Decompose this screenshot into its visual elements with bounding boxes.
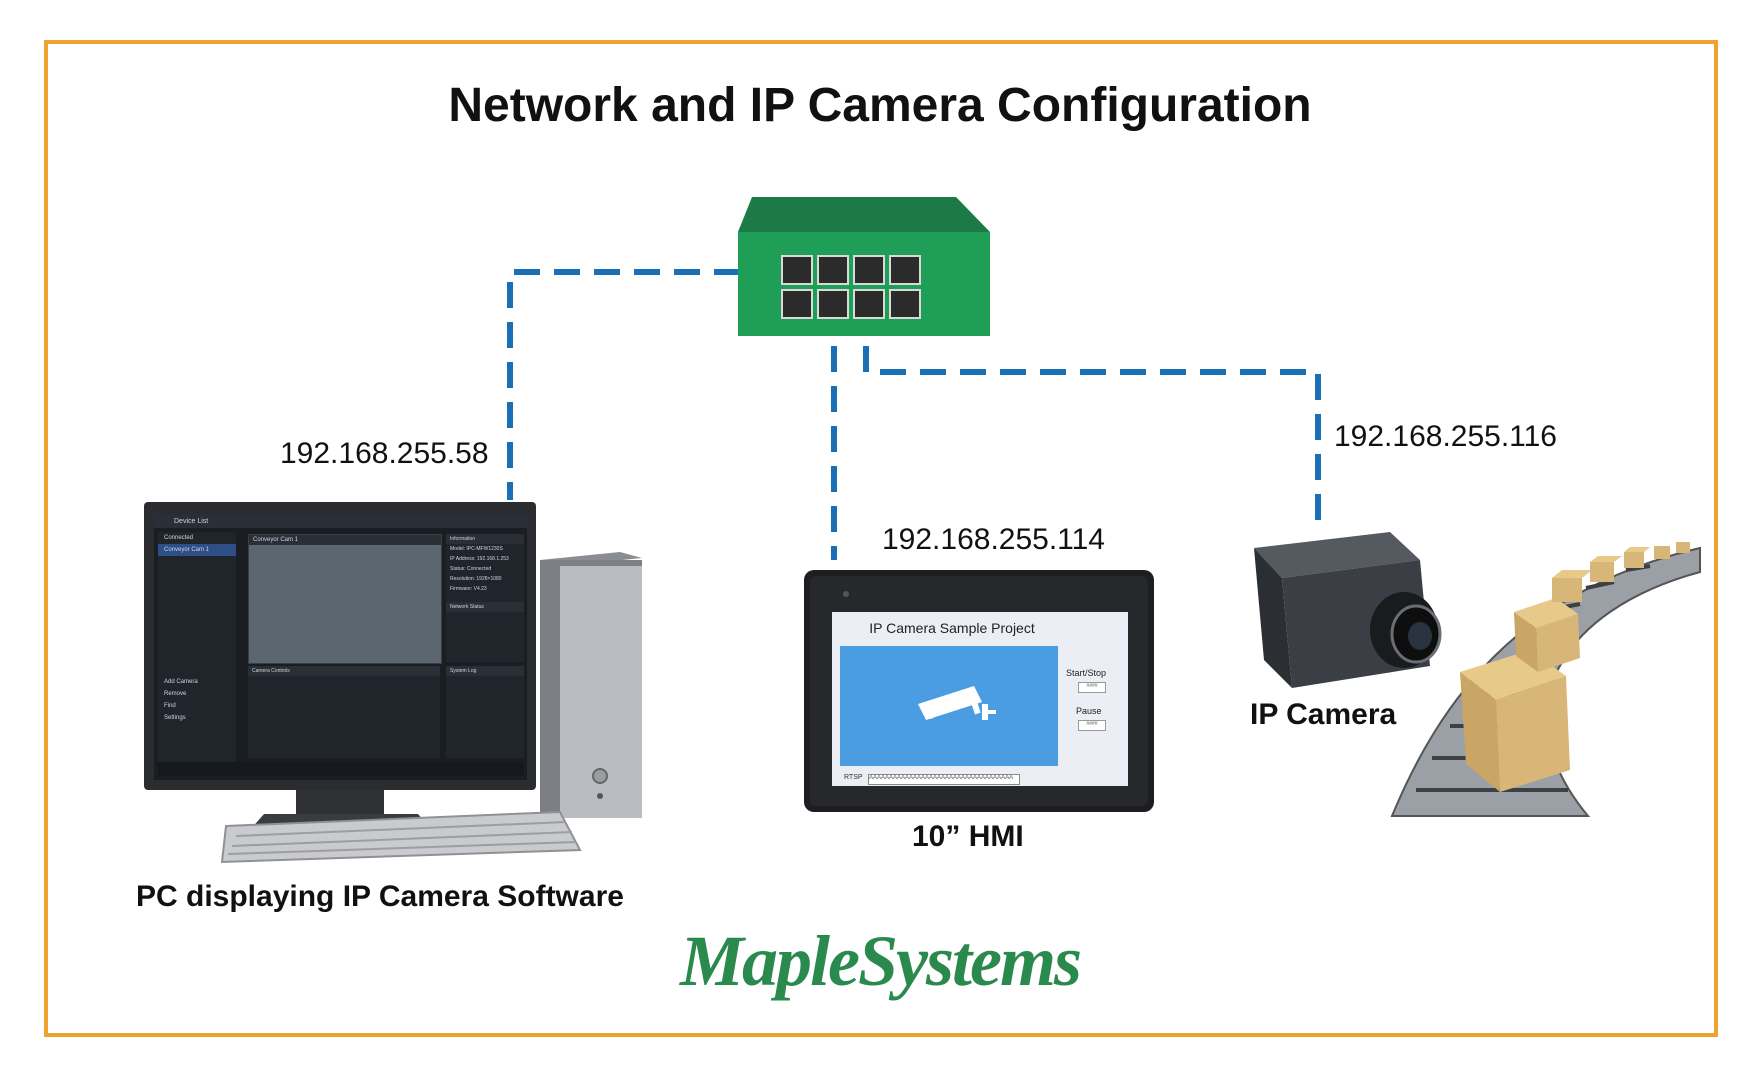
log-header: System Log bbox=[446, 666, 524, 676]
settings-button[interactable]: Settings bbox=[164, 715, 186, 721]
info-panel: Information Model: IPC-MFW1230S IP Addre… bbox=[446, 534, 524, 662]
window-title: Device List bbox=[154, 514, 527, 528]
info-header: Information bbox=[446, 534, 524, 544]
box-medium bbox=[1514, 598, 1580, 672]
pc-label: PC displaying IP Camera Software bbox=[136, 880, 624, 913]
remove-button[interactable]: Remove bbox=[164, 691, 187, 697]
info-row: Firmware: V4.23 bbox=[450, 586, 487, 592]
hmi-screen: IP Camera Sample Project Start/Stop ####… bbox=[832, 612, 1128, 786]
system-log: System Log bbox=[446, 666, 524, 758]
box-large bbox=[1460, 650, 1570, 792]
rtsp-label: RTSP bbox=[844, 774, 863, 781]
pc-keyboard bbox=[220, 810, 582, 864]
pc-tower bbox=[540, 552, 642, 818]
info-row: IP Address: 192.168.1.253 bbox=[450, 556, 509, 562]
device-item[interactable]: Conveyor Cam 1 bbox=[158, 544, 236, 556]
link-camera bbox=[863, 346, 1321, 528]
box-small-1 bbox=[1552, 570, 1592, 602]
camera-controls: Camera Controls bbox=[248, 666, 440, 758]
hmi-label: 10” HMI bbox=[912, 820, 1024, 853]
link-pc bbox=[507, 269, 780, 500]
maple-systems-logo: MapleSystems bbox=[680, 921, 1082, 1001]
cardboard-boxes bbox=[1460, 542, 1690, 792]
box-small-3 bbox=[1624, 547, 1650, 568]
add-camera-button[interactable]: Add Camera bbox=[164, 679, 198, 685]
video-title: Conveyor Cam 1 bbox=[249, 535, 441, 545]
diagram-frame bbox=[44, 40, 1718, 1037]
camera-label: IP Camera bbox=[1250, 698, 1397, 731]
rtsp-field[interactable]: AAAAAAAAAAAAAAAAAAAAAAAAAAAAAAAAAAAA bbox=[868, 774, 1020, 785]
info-row: Resolution: 1928×1080 bbox=[450, 576, 502, 582]
diagram-title: Network and IP Camera Configuration bbox=[448, 79, 1312, 132]
find-button[interactable]: Find bbox=[164, 703, 176, 709]
pc-camera-software: Device List Connected Conveyor Cam 1 Add… bbox=[154, 514, 527, 780]
pause-button[interactable]: #### bbox=[1078, 720, 1106, 731]
hmi-ip-label: 192.168.255.114 bbox=[882, 523, 1105, 556]
playback-bar bbox=[158, 762, 524, 776]
device-sidebar: Connected Conveyor Cam 1 Add Camera Remo… bbox=[158, 532, 236, 776]
switch-ports bbox=[781, 255, 921, 319]
box-small-2 bbox=[1590, 556, 1622, 582]
network-switch bbox=[738, 197, 990, 336]
tab-connected[interactable]: Connected bbox=[164, 535, 194, 541]
hmi-video-area bbox=[840, 646, 1058, 766]
start-stop-button[interactable]: #### bbox=[1078, 682, 1106, 693]
box-small-4 bbox=[1654, 546, 1670, 559]
info-row: Model: IPC-MFW1230S bbox=[450, 546, 503, 552]
info-row: Status: Connected bbox=[450, 566, 492, 572]
hmi-project-title: IP Camera Sample Project bbox=[869, 620, 1035, 636]
control-tab[interactable]: Camera Controls bbox=[248, 666, 440, 676]
pause-label: Pause bbox=[1076, 706, 1102, 716]
camera-ip-label: 192.168.255.116 bbox=[1334, 420, 1557, 453]
security-camera-icon bbox=[918, 686, 996, 720]
camera-video-feed: Conveyor Cam 1 bbox=[248, 534, 442, 664]
network-links bbox=[507, 269, 1321, 560]
box-small-5 bbox=[1676, 542, 1690, 553]
network-header: Network Status bbox=[446, 602, 524, 612]
start-stop-label: Start/Stop bbox=[1066, 668, 1107, 678]
ip-camera bbox=[1254, 532, 1442, 688]
pc-ip-label: 192.168.255.58 bbox=[280, 437, 489, 470]
